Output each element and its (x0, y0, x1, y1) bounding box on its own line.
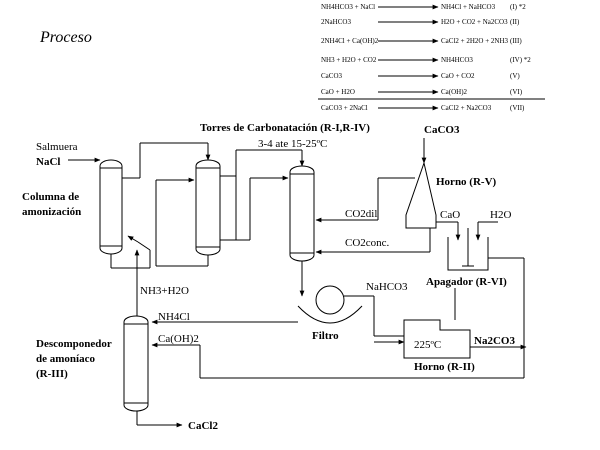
reaction-right: Ca(OH)2 (441, 88, 468, 96)
columna-label-2: amonización (22, 206, 81, 218)
reaction-tag: (II) (510, 18, 520, 26)
caco3-label: CaCO3 (424, 124, 460, 136)
cacl2-label: CaCl2 (188, 420, 218, 432)
kiln-rii (403, 319, 471, 359)
torres-conditions: 3-4 ate 15-25ºC (258, 138, 327, 150)
column-piping (110, 142, 305, 269)
reaction-left: 2NaHCO3 (321, 18, 351, 26)
reaction-tag: (VI) (510, 88, 523, 96)
reaction-left: CaCO3 + 2NaCl (321, 104, 368, 112)
reaction-row: CaCO3 + 2NaCl CaCl2 + Na2CO3 (VII) (321, 104, 525, 112)
slaker-vessel (447, 228, 489, 271)
na2co3-label: Na2CO3 (474, 335, 515, 347)
columna-label-1: Columna de (22, 191, 79, 203)
reaction-row: CaO + H2O Ca(OH)2 (VI) (321, 88, 523, 96)
descomp-label-3: (R-III) (36, 368, 68, 380)
cao-label: CaO (440, 209, 460, 221)
reaction-row: NH4HCO3 + NaCl NH4Cl + NaHCO3 (I) *2 (321, 3, 526, 11)
reaction-tag: (IV) *2 (510, 56, 531, 64)
reaction-tag: (III) (510, 37, 522, 45)
nh3h2o-label: NH3+H2O (140, 285, 189, 297)
co2conc-label: CO2conc. (345, 237, 390, 249)
reaction-row: NH3 + H2O + CO2 NH4HCO3 (IV) *2 (321, 56, 531, 64)
horno-rv-label: Horno (R-V) (436, 176, 497, 188)
h2o-label: H2O (490, 209, 511, 221)
temp-label: 225ºC (414, 339, 441, 351)
reaction-tag: (V) (510, 72, 520, 80)
descomp-label-2: de amoníaco (36, 353, 95, 365)
reaction-row: 2NH4Cl + Ca(OH)2 CaCl2 + 2H2O + 2NH3(III) (321, 37, 522, 45)
reaction-right: NH4Cl + NaHCO3 (441, 3, 496, 11)
caoh2-label: Ca(OH)2 (158, 333, 199, 345)
nh4cl-label: NH4Cl (158, 311, 190, 323)
nahco3-label: NaHCO3 (366, 281, 408, 293)
reaction-right: CaCl2 + 2H2O + 2NH3 (441, 37, 509, 45)
carbonation-tower-2 (289, 165, 315, 262)
ammoniation-column (99, 159, 123, 255)
reaction-left: NH4HCO3 + NaCl (321, 3, 375, 11)
reaction-right: NH4HCO3 (441, 56, 473, 64)
diagram-title: Proceso (39, 29, 92, 46)
reaction-left: NH3 + H2O + CO2 (321, 56, 377, 64)
descomp-label-1: Descomponedor (36, 338, 112, 350)
reaction-tag: (I) *2 (510, 3, 526, 11)
reaction-right: CaCl2 + Na2CO3 (441, 104, 492, 112)
kiln-rv (405, 161, 437, 229)
reaction-left: 2NH4Cl + Ca(OH)2 (321, 37, 379, 45)
reaction-right: CaO + CO2 (441, 72, 475, 80)
apagador-label: Apagador (R-VI) (426, 276, 507, 288)
reaction-row: CaCO3 CaO + CO2 (V) (321, 72, 520, 80)
horno-rii-label: Horno (R-II) (414, 361, 475, 373)
ammonia-decomposer (123, 315, 149, 412)
reaction-left: CaCO3 (321, 72, 343, 80)
carbonation-tower-1 (195, 159, 221, 256)
torres-label: Torres de Carbonatación (R-I,R-IV) (200, 122, 370, 134)
reaction-row: 2NaHCO3 H2O + CO2 + Na2CO3(II) (321, 18, 520, 26)
nacl-label: NaCl (36, 156, 60, 168)
co2dil-label: CO2dil (345, 208, 377, 220)
filtro-label: Filtro (312, 330, 339, 342)
reaction-left: CaO + H2O (321, 88, 355, 96)
salmuera-label: Salmuera (36, 141, 78, 153)
reactions-table: NH4HCO3 + NaCl NH4Cl + NaHCO3 (I) *2 2NaHCO… (318, 3, 545, 112)
rotary-filter (297, 285, 363, 324)
reaction-right: H2O + CO2 + Na2CO3 (441, 18, 508, 26)
reaction-tag: (VII) (510, 104, 525, 112)
